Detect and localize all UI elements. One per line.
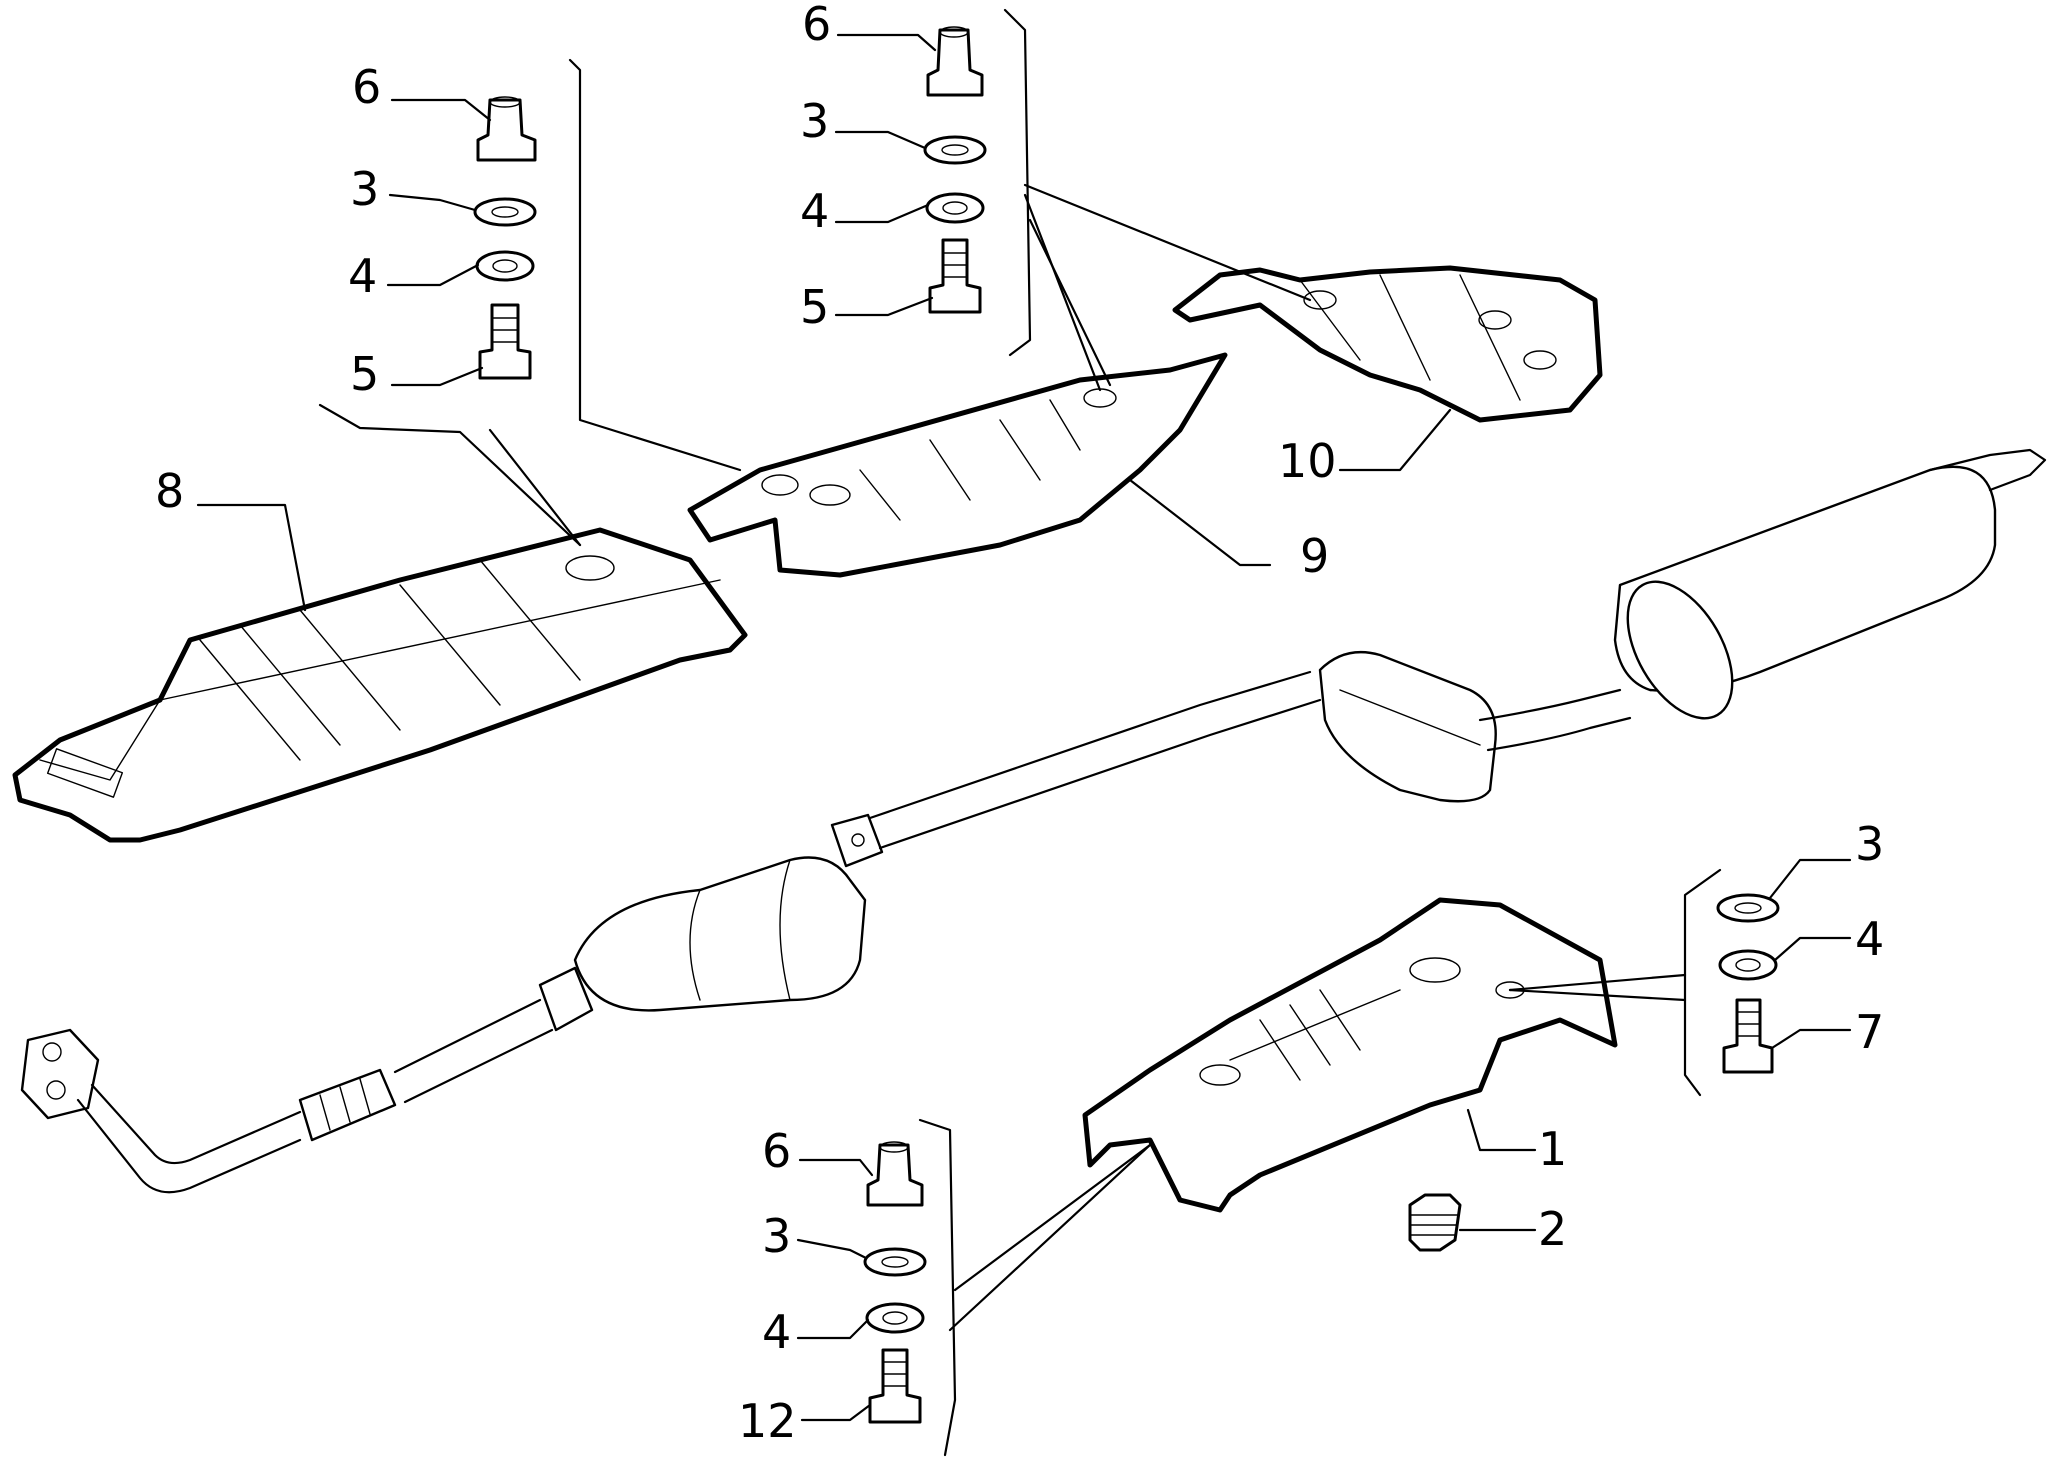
callout-8: 8: [155, 464, 184, 518]
heat-shield-1: [1082, 897, 1618, 1213]
hardware-stack-b: [923, 8, 1032, 357]
callout-10: 10: [1278, 434, 1337, 488]
hardware-stack-a: [473, 58, 742, 472]
exhaust-pipe-assembly: [20, 448, 2047, 1194]
callout-4-stack-b: 4: [800, 184, 829, 238]
heat-shield-8: [12, 527, 748, 843]
callout-9: 9: [1300, 529, 1329, 583]
callout-6-stack-b: 6: [802, 0, 831, 51]
callout-1: 1: [1538, 1122, 1567, 1176]
part-2-plug: [1408, 1193, 1462, 1252]
hardware-stack-d: [863, 1118, 957, 1457]
callout-3-stack-d: 3: [762, 1209, 791, 1263]
callout-3-stack-b: 3: [800, 94, 829, 148]
callout-2: 2: [1538, 1202, 1567, 1256]
heat-shield-10: [1172, 265, 1603, 423]
callout-6-stack-a: 6: [352, 60, 381, 114]
callout-4-stack-a: 4: [348, 249, 377, 303]
heat-shield-9: [687, 352, 1228, 578]
callout-3-stack-a: 3: [350, 162, 379, 216]
callout-5-stack-a: 5: [350, 347, 379, 401]
callout-labels: 1 2 3 3 3 3 4 4 4 4 5 5 6 6 6 7 8 9 10 1…: [155, 0, 1884, 1448]
callout-6-stack-d: 6: [762, 1124, 791, 1178]
hardware-stack-c: [1683, 868, 1780, 1097]
callout-4-stack-c: 4: [1855, 912, 1884, 966]
callout-7: 7: [1855, 1005, 1884, 1059]
callout-3-stack-c: 3: [1855, 817, 1884, 871]
callout-12: 12: [738, 1394, 797, 1448]
callout-5-stack-b: 5: [800, 280, 829, 334]
callout-4-stack-d: 4: [762, 1305, 791, 1359]
leader-lines: [196, 33, 1852, 1422]
